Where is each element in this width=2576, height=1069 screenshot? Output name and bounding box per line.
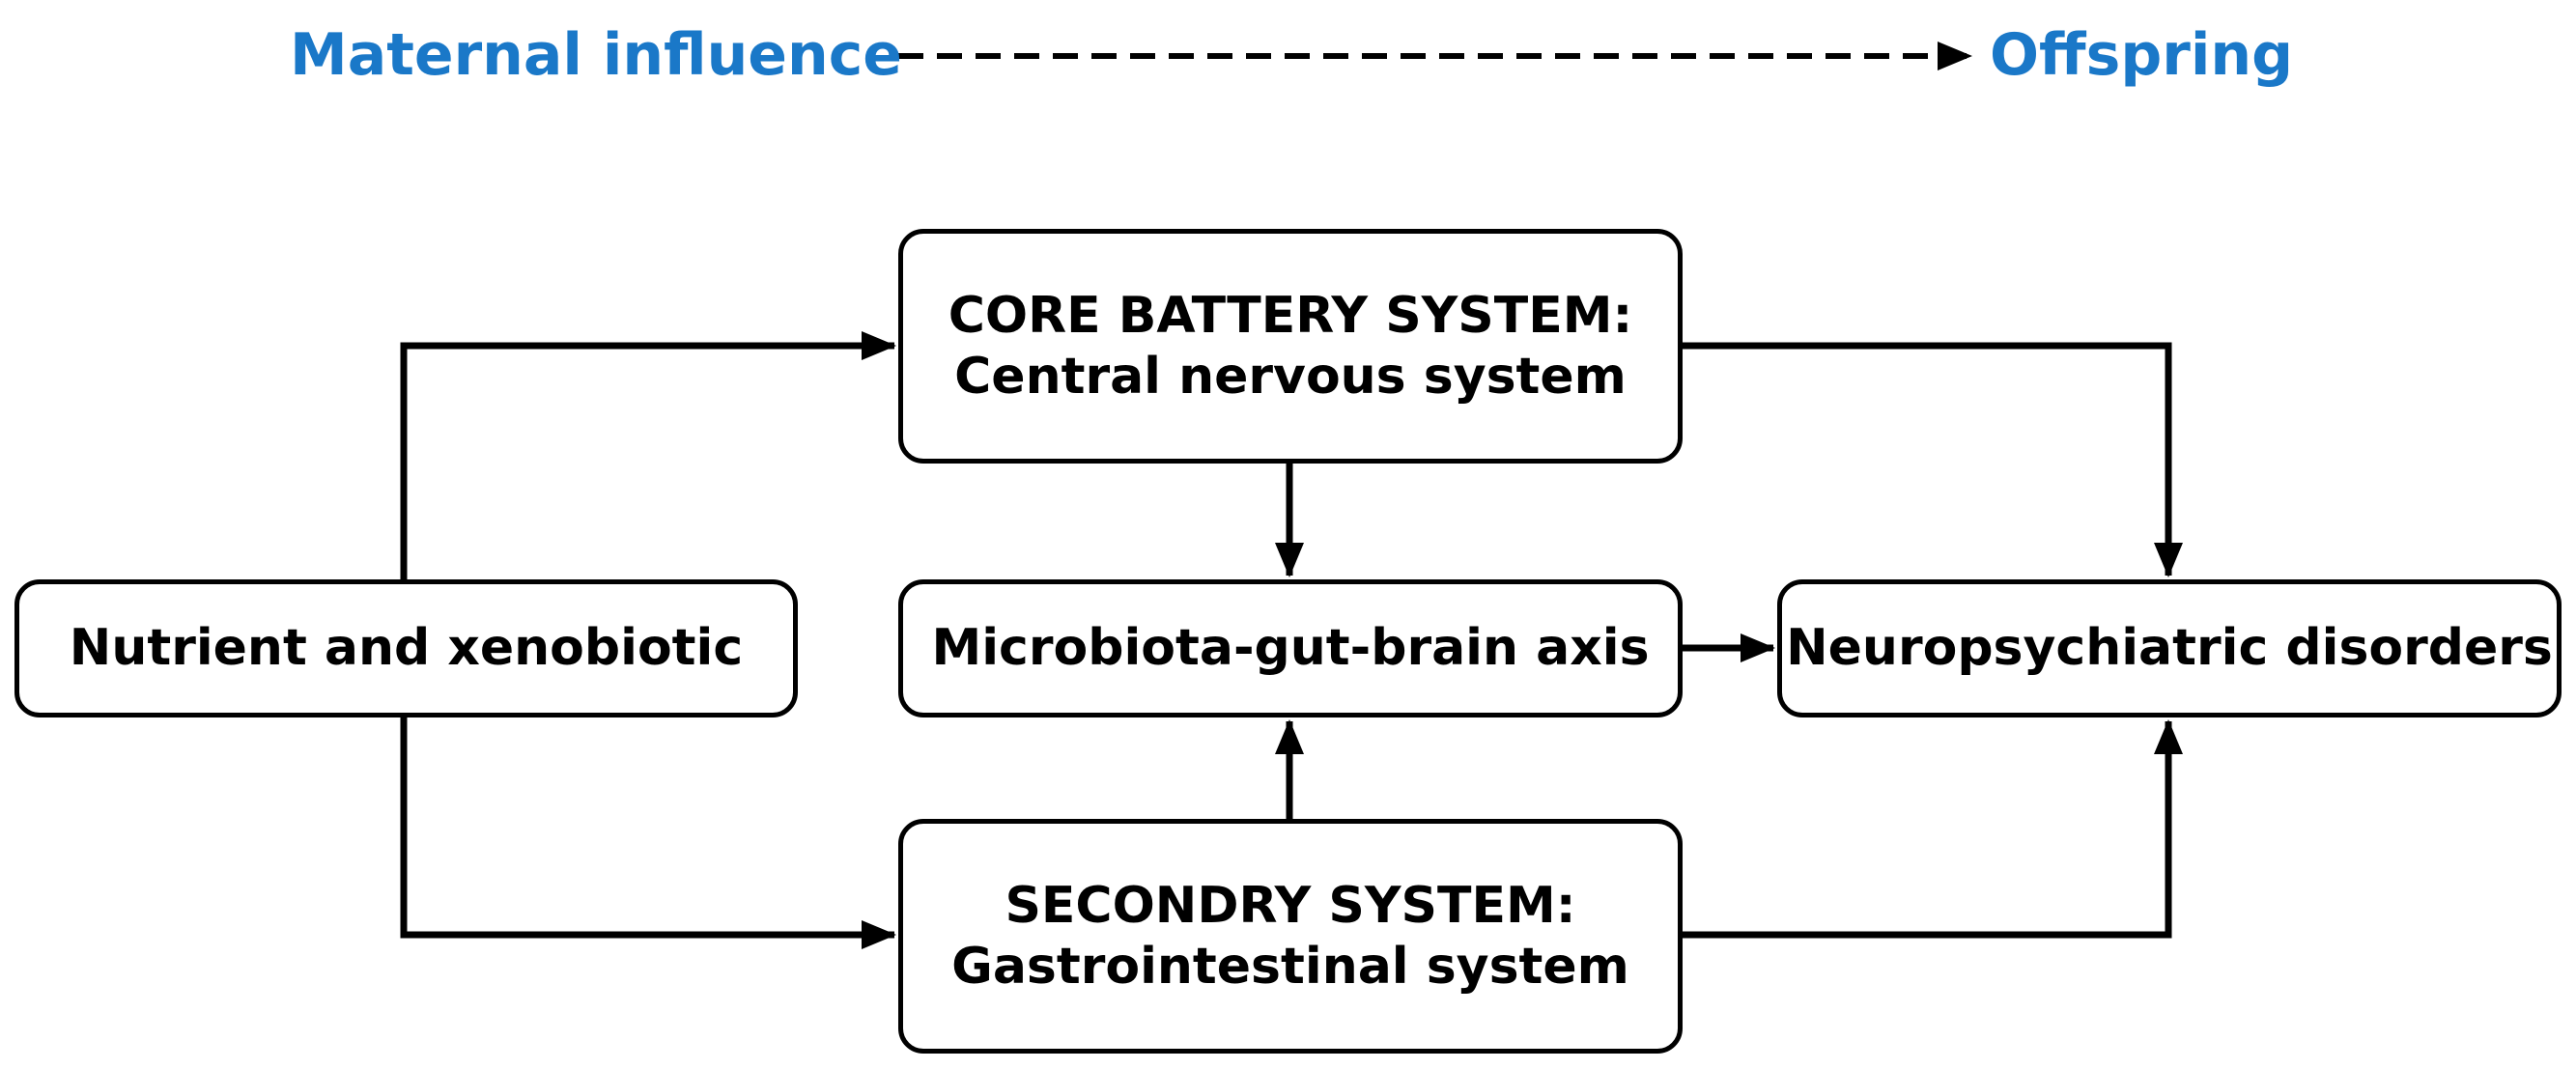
edge-nutrient-to-secondary bbox=[400, 717, 896, 949]
node-nutrient-xenobiotic: Nutrient and xenobiotic bbox=[14, 579, 798, 717]
edge-secondary-to-neuro bbox=[1683, 719, 2183, 939]
edge-nutrient-to-core bbox=[400, 331, 896, 579]
node-secondary-title: SECONDRY SYSTEM: bbox=[1005, 877, 1576, 936]
node-core-title: CORE BATTERY SYSTEM: bbox=[948, 287, 1633, 346]
edge-core-to-neuro bbox=[1683, 342, 2183, 577]
node-secondary-system: SECONDRY SYSTEM: Gastrointestinal system bbox=[898, 819, 1683, 1054]
node-neuro-label: Neuropsychiatric disorders bbox=[1786, 619, 2553, 678]
maternal-influence-label: Maternal influence bbox=[290, 21, 902, 89]
node-core-battery-system: CORE BATTERY SYSTEM: Central nervous sys… bbox=[898, 229, 1683, 464]
node-microbiota-gut-brain-axis: Microbiota-gut-brain axis bbox=[898, 579, 1683, 717]
offspring-label: Offspring bbox=[1990, 21, 2294, 89]
node-neuropsychiatric-disorders: Neuropsychiatric disorders bbox=[1777, 579, 2562, 717]
node-nutrient-label: Nutrient and xenobiotic bbox=[69, 619, 744, 678]
node-secondary-subtitle: Gastrointestinal system bbox=[951, 937, 1629, 996]
node-core-subtitle: Central nervous system bbox=[954, 347, 1627, 406]
node-microbiota-label: Microbiota-gut-brain axis bbox=[931, 619, 1650, 678]
